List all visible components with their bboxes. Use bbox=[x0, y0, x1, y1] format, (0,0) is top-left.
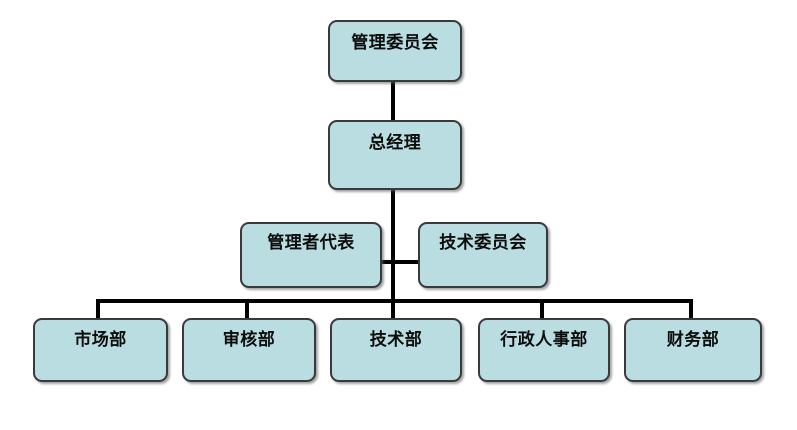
node-general-manager[interactable]: 总经理 bbox=[328, 120, 462, 190]
connector-drop-technology bbox=[391, 299, 395, 319]
node-technology-department[interactable]: 技术部 bbox=[330, 318, 462, 382]
connector-drop-finance bbox=[689, 299, 693, 319]
connector-level3-horizontal bbox=[378, 260, 422, 264]
node-label-audit-department: 审核部 bbox=[222, 330, 276, 350]
node-label-finance-department: 财务部 bbox=[666, 330, 720, 350]
connector-drop-admin-hr bbox=[540, 299, 544, 319]
node-technical-committee[interactable]: 技术委员会 bbox=[418, 222, 548, 288]
node-label-marketing-department: 市场部 bbox=[74, 330, 127, 350]
node-admin-hr-department[interactable]: 行政人事部 bbox=[478, 318, 610, 382]
connector-drop-marketing bbox=[96, 299, 100, 319]
node-label-management-committee: 管理委员会 bbox=[351, 33, 439, 53]
connector-trunk-vertical bbox=[391, 80, 395, 302]
node-management-committee[interactable]: 管理委员会 bbox=[328, 20, 462, 82]
node-marketing-department[interactable]: 市场部 bbox=[33, 318, 168, 382]
node-audit-department[interactable]: 审核部 bbox=[182, 318, 316, 382]
node-label-admin-hr-department: 行政人事部 bbox=[500, 330, 588, 350]
node-label-technical-committee: 技术委员会 bbox=[439, 233, 527, 253]
node-label-management-representative: 管理者代表 bbox=[267, 233, 355, 253]
node-label-technology-department: 技术部 bbox=[369, 330, 423, 350]
connector-drop-audit bbox=[245, 299, 249, 319]
node-label-general-manager: 总经理 bbox=[368, 133, 422, 153]
node-finance-department[interactable]: 财务部 bbox=[624, 318, 762, 382]
node-management-representative[interactable]: 管理者代表 bbox=[240, 222, 382, 288]
